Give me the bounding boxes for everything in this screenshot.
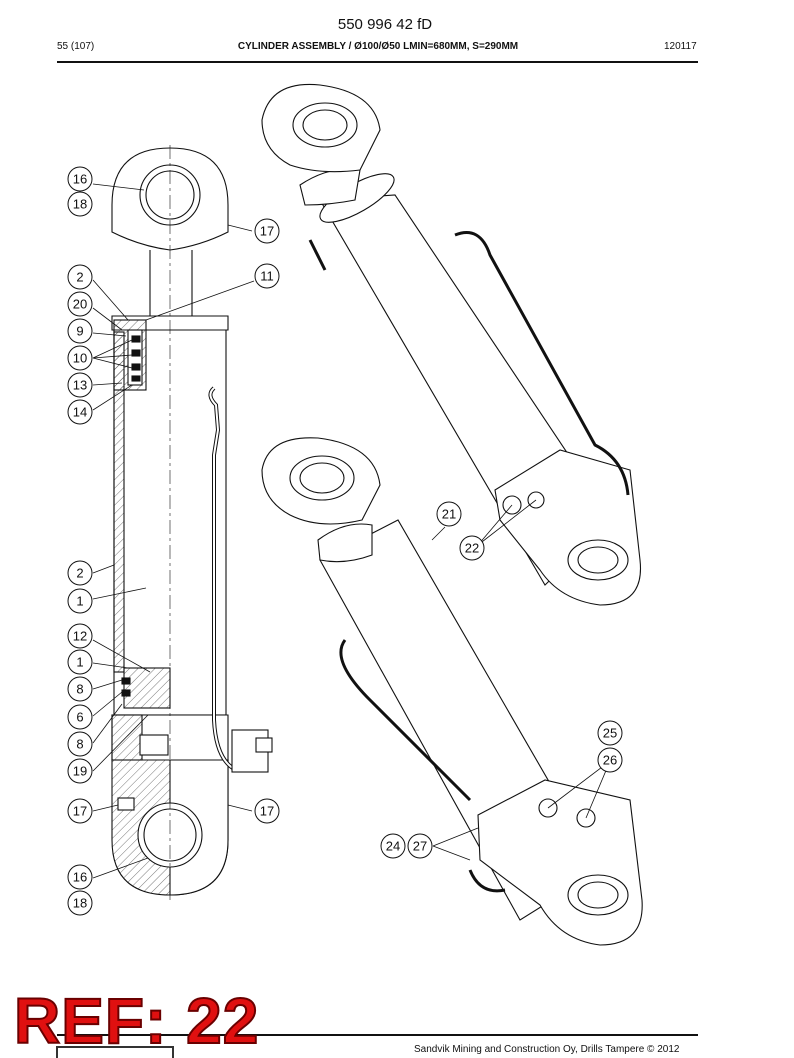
callout-18-bottom: 18 [67,890,93,916]
svg-text:16: 16 [73,870,87,885]
callout-16-top: 16 [67,166,93,192]
svg-text:18: 18 [73,197,87,212]
callout-10: 10 [67,345,93,371]
callout-16-bottom: 16 [67,864,93,890]
callout-22: 22 [459,535,485,561]
callout-1-mid: 1 [67,588,93,614]
svg-text:10: 10 [73,351,87,366]
callout-6: 6 [67,704,93,730]
svg-text:8: 8 [76,737,83,752]
sandvik-logo [56,1046,174,1058]
callout-17-top: 17 [254,218,280,244]
svg-text:1: 1 [76,655,83,670]
svg-text:22: 22 [465,541,479,556]
doc-title: CYLINDER ASSEMBLY / Ø100/Ø50 LMIN=680MM,… [237,41,519,52]
callout-2-top: 2 [67,264,93,290]
section-view [111,145,273,900]
svg-text:2: 2 [76,566,83,581]
svg-text:16: 16 [73,172,87,187]
svg-text:13: 13 [73,378,87,393]
svg-text:26: 26 [603,753,617,768]
svg-text:17: 17 [260,804,274,819]
svg-text:21: 21 [442,507,456,522]
doc-date: 120117 [664,41,697,52]
ref-stamp: REF: 22 [13,985,260,1057]
callout-18-top: 18 [67,191,93,217]
svg-text:25: 25 [603,726,617,741]
svg-text:20: 20 [73,297,87,312]
callout-11: 11 [254,263,280,289]
svg-text:9: 9 [76,324,83,339]
callout-21: 21 [436,501,462,527]
callout-25: 25 [597,720,623,746]
svg-text:17: 17 [260,224,274,239]
callout-14: 14 [67,399,93,425]
doc-number: 550 996 42 fD [337,16,433,33]
callout-1-low: 1 [67,649,93,675]
svg-text:11: 11 [260,269,274,284]
footer-copyright: Sandvik Mining and Construction Oy, Dril… [414,1044,680,1055]
svg-text:18: 18 [73,896,87,911]
page-number: 55 (107) [57,41,95,52]
callout-12: 12 [67,623,93,649]
svg-text:8: 8 [76,682,83,697]
svg-text:24: 24 [386,839,400,854]
callout-8-upper: 8 [67,676,93,702]
iso-cylinder-lower [261,437,643,946]
callout-8-lower: 8 [67,731,93,757]
callout-27: 27 [407,833,433,859]
svg-text:6: 6 [76,710,83,725]
svg-text:17: 17 [73,804,87,819]
svg-text:2: 2 [76,270,83,285]
footer-rule [57,1034,698,1036]
svg-text:1: 1 [76,594,83,609]
callout-24: 24 [380,833,406,859]
header-rule [57,61,698,63]
callout-17-bottom-right: 17 [254,798,280,824]
callout-2-mid: 2 [67,560,93,586]
callout-20: 20 [67,291,93,317]
callout-13: 13 [67,372,93,398]
callout-26: 26 [597,747,623,773]
svg-text:19: 19 [73,764,87,779]
svg-text:12: 12 [73,629,87,644]
callout-9: 9 [67,318,93,344]
svg-text:27: 27 [413,839,427,854]
svg-text:14: 14 [73,405,87,420]
callout-19: 19 [67,758,93,784]
iso-cylinder-upper [261,83,642,606]
callout-17-bottom-left: 17 [67,798,93,824]
